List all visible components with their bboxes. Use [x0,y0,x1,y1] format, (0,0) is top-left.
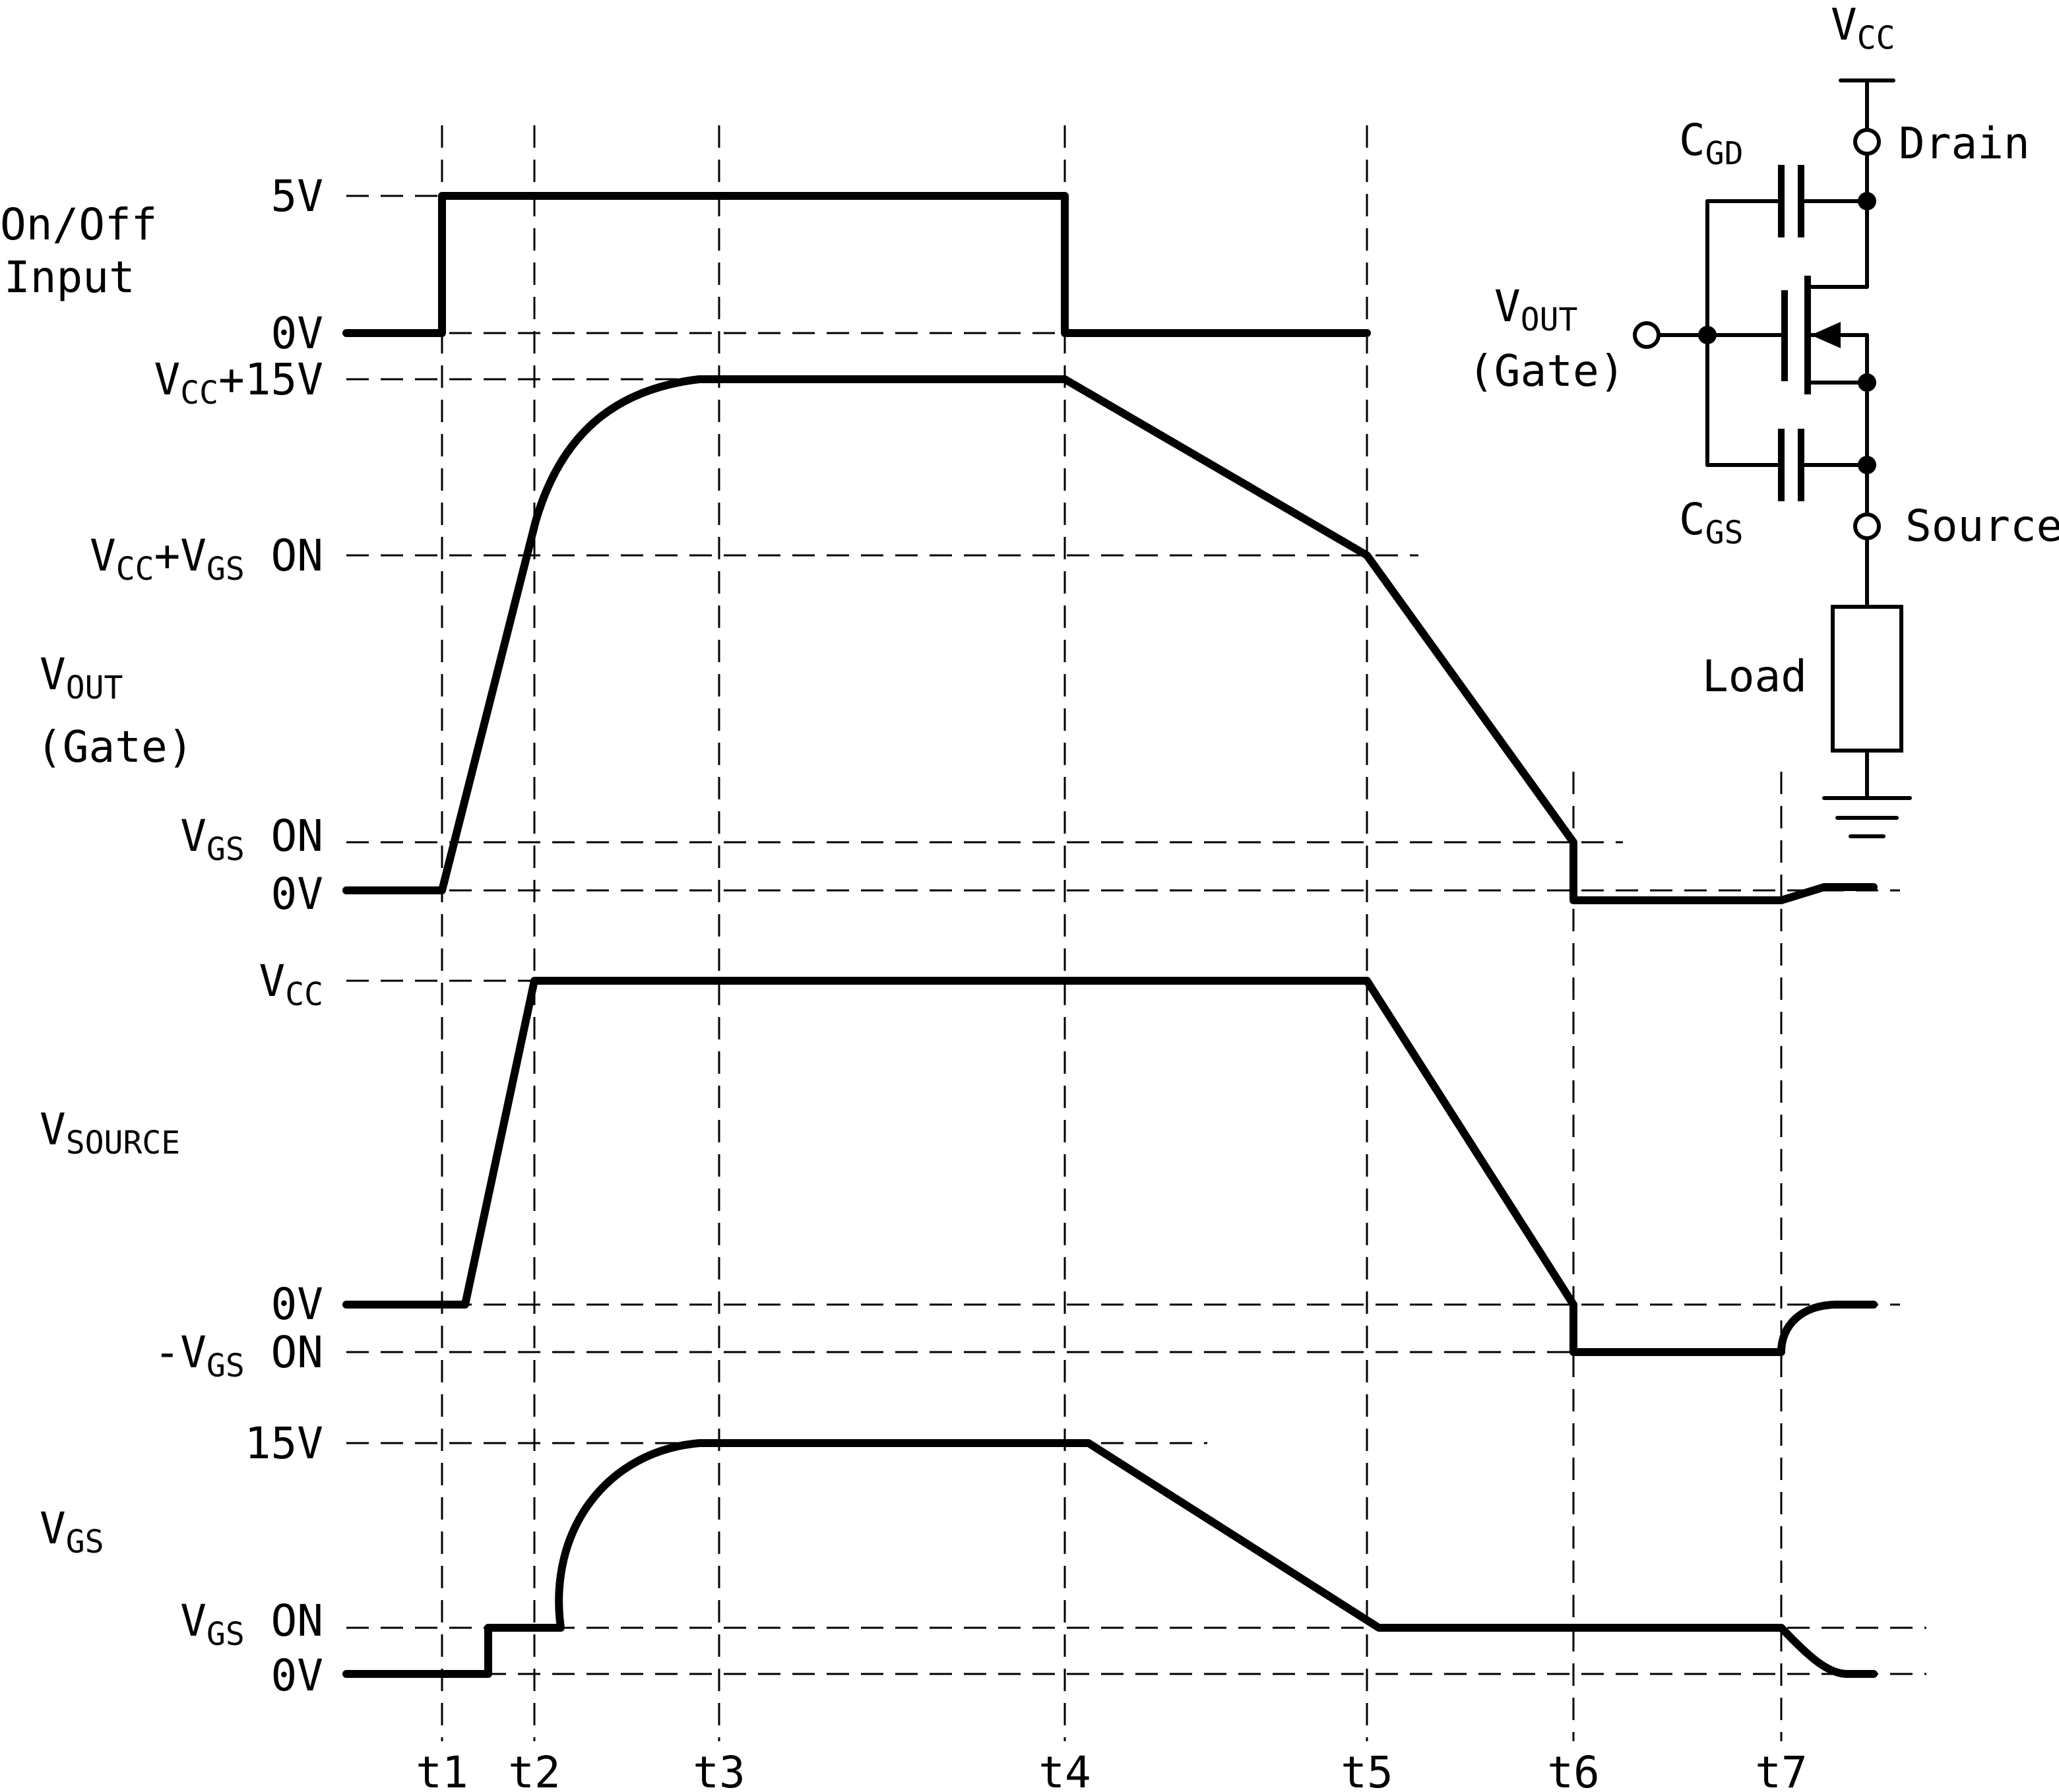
source-terminal [1853,512,1881,540]
waveform-vout-gate [342,375,1878,904]
time-marker-lines [441,125,1783,1741]
drain-terminal [1853,128,1881,156]
level-label-input-0v: 0V [271,308,323,359]
label-input: Input [4,252,135,303]
load-resistor [1831,605,1903,753]
label-vsource: VSOURCE [40,1104,180,1161]
time-label-t7: t7 [1755,1747,1807,1792]
level-labels: 5V 0V VCC+15V VCC+VGS ON VGS ON 0V VCC 0… [90,171,323,1701]
source-label: Source [1905,501,2059,551]
signal-labels: On/Off Input VOUT (Gate) VSOURCE VGS [0,199,193,1560]
gate-vout-label: VOUT [1494,281,1577,338]
time-label-t3: t3 [693,1747,745,1792]
level-label-vgs-0v: 0V [271,1650,323,1701]
load-label: Load [1702,651,1807,702]
level-label-5v: 5V [271,171,323,222]
time-marker-labels: t1 t2 t3 t4 t5 t6 t7 [416,1747,1807,1792]
time-label-t5: t5 [1341,1747,1393,1792]
level-label-vcc-15v: VCC+15V [154,354,324,412]
mosfet-arrow-icon [1811,322,1841,348]
cgd-label: CGD [1679,115,1744,172]
gate-terminal [1633,321,1661,349]
waveform-vgs [342,1439,1878,1678]
level-label-vout-vgs-on: VGS ON [180,811,323,868]
circuit-vcc-label: VCC [1831,0,1895,57]
waveforms [342,192,1878,1678]
waveform-on-off-input [342,192,1371,337]
label-vout-gate: (Gate) [36,722,193,772]
level-label-vsource-0v: 0V [271,1279,323,1330]
ground-icon [1822,796,1912,838]
level-label-vgs-on: VGS ON [180,1595,323,1653]
gate-label: (Gate) [1468,346,1625,396]
level-label-vcc-vgs-on: VCC+VGS ON [90,530,323,588]
time-label-t6: t6 [1547,1747,1599,1792]
circuit-schematic: VCC Drain CGD VOUT (Gate) [1468,0,2059,838]
label-vout: VOUT [40,649,123,706]
level-label-vout-0v: 0V [271,869,323,919]
level-label-15v: 15V [245,1418,323,1469]
cgs-label: CGS [1679,494,1744,551]
time-label-t4: t4 [1038,1747,1091,1792]
label-vgs: VGS [40,1503,104,1560]
time-label-t2: t2 [508,1747,560,1792]
waveform-vsource [342,977,1878,1356]
drain-label: Drain [1899,118,2030,169]
label-on-off: On/Off [0,199,157,250]
level-label-vcc: VCC [259,956,323,1013]
level-label-neg-vgs-on: -VGS ON [154,1327,324,1384]
time-label-t1: t1 [416,1747,468,1792]
